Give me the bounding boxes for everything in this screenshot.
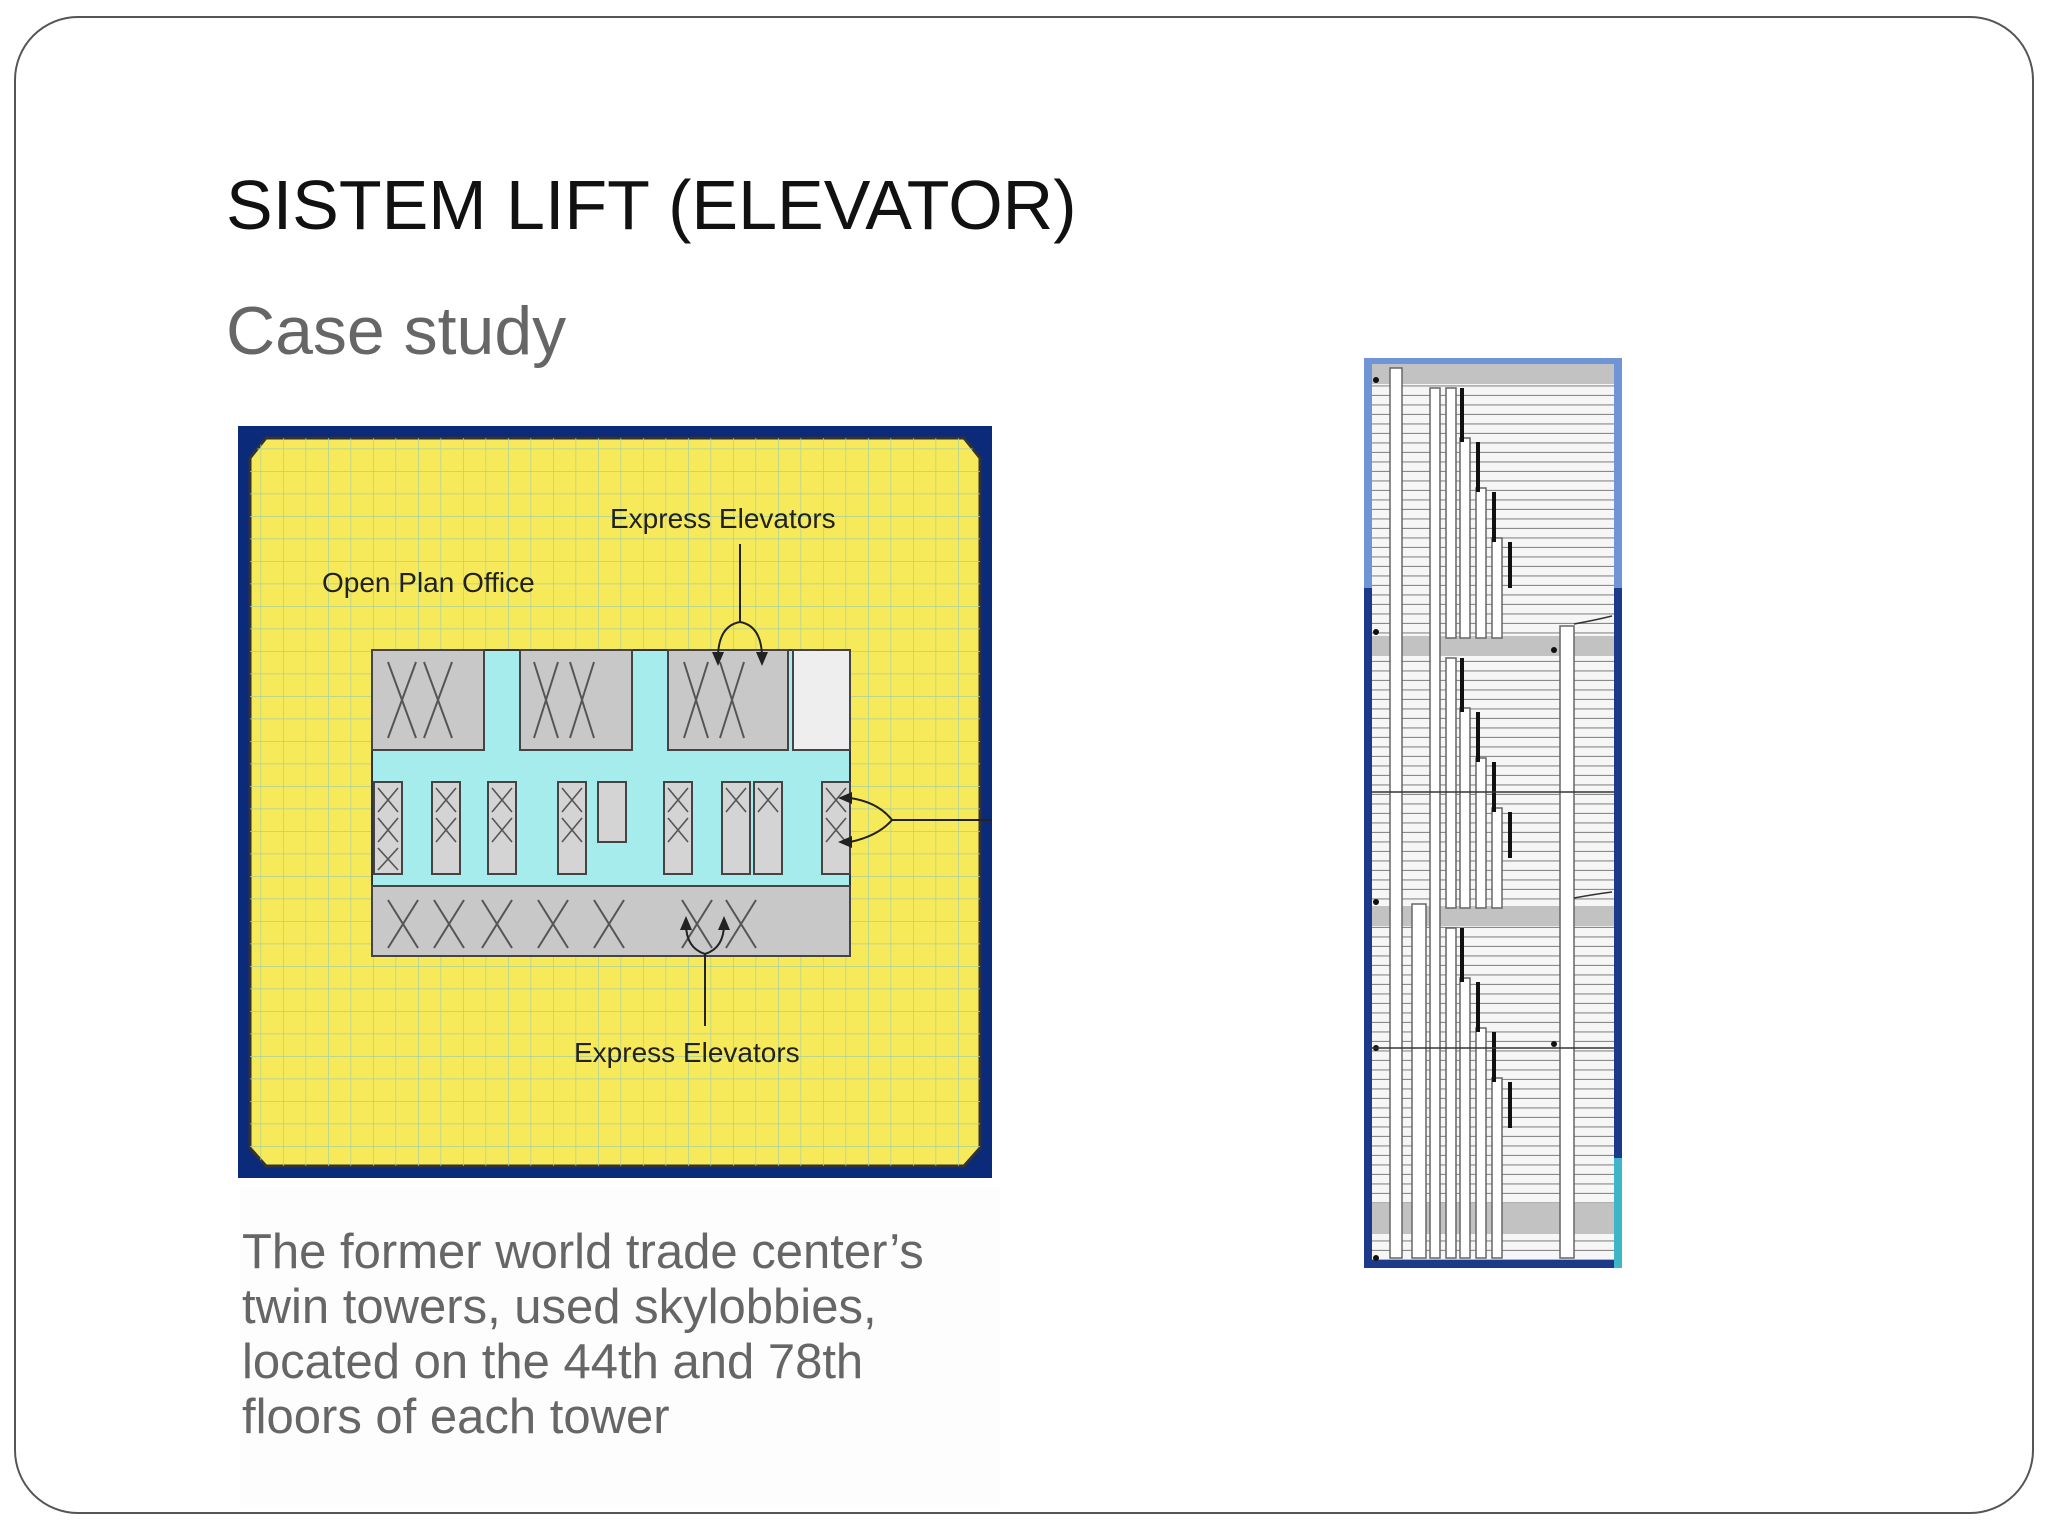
floor-plan-figure: Open Plan Office Express Elevators Expre… [238, 426, 992, 1178]
express-elevators-bottom-label: Express Elevators [574, 1037, 800, 1068]
caption-line-3: located on the 44th and 78th [242, 1335, 864, 1389]
caption-background [240, 1185, 1000, 1505]
slide-subtitle: Case study [226, 293, 567, 369]
slide-title: SISTEM LIFT (ELEVATOR) [226, 166, 1077, 244]
caption-text: The former world trade center’s twin tow… [242, 1225, 1032, 1445]
express-elevators-top-label: Express Elevators [610, 503, 836, 534]
caption-line-4: floors of each tower [242, 1390, 670, 1444]
caption-line-1: The former world trade center’s [242, 1225, 924, 1279]
open-plan-office-label: Open Plan Office [322, 567, 535, 598]
elevator-section-figure [1364, 358, 1622, 1268]
caption-line-2: twin towers, used skylobbies, [242, 1280, 877, 1334]
